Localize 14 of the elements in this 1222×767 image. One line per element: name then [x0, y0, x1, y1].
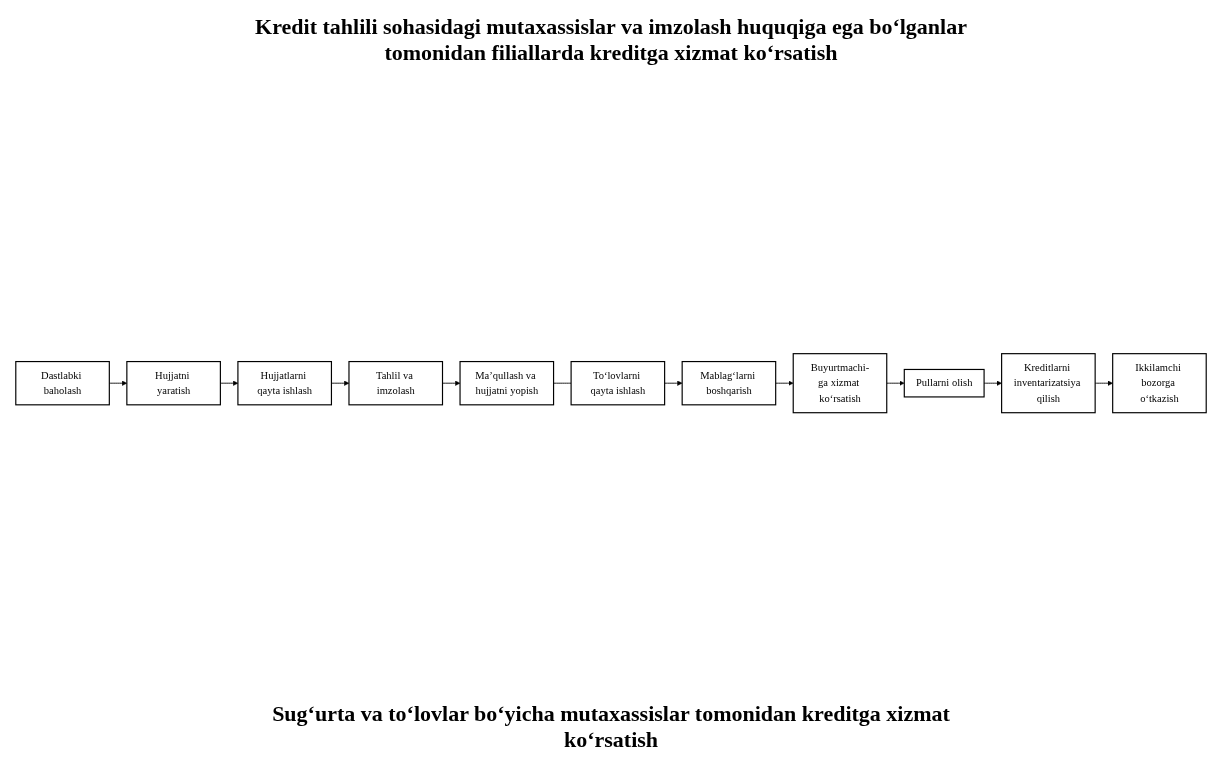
- section-heading: Kredit tahlili sohasidagi mutaxassislar va imzolash huquqiga ega bo‘lganlar tomonidan filiallarda kreditga xizmat ko‘rsatish: [254, 14, 968, 66]
- node-box: Ikkilamchi bozorga o‘tkazish: [1112, 353, 1207, 414]
- node-box: Buyurtmachi-ga xizmat ko‘rsatish: [792, 353, 888, 414]
- section-heading: Sug‘urta va to‘lovlar bo‘yicha mutaxassislar tomonidan kreditga xizmat ko‘rsatish: [271, 701, 951, 753]
- node-box: To‘lovlarni qayta ishlash: [570, 361, 666, 406]
- connector: [553, 383, 572, 384]
- node-box: Dastlabki baholash: [15, 361, 110, 406]
- node-box: Hujjatlarni qayta ishlash: [237, 361, 333, 406]
- node-box: Mablag‘larni boshqarish: [681, 361, 777, 406]
- node-box: Kreditlarni inventarizatsiya qilish: [1001, 353, 1096, 414]
- node-box: Hujjatni yaratish: [126, 361, 221, 406]
- node-box: Tahlil va imzolash: [348, 361, 444, 406]
- node-box: Ma’qullash va hujjatni yopish: [459, 361, 555, 406]
- node-box: Pullarni olish: [903, 369, 985, 398]
